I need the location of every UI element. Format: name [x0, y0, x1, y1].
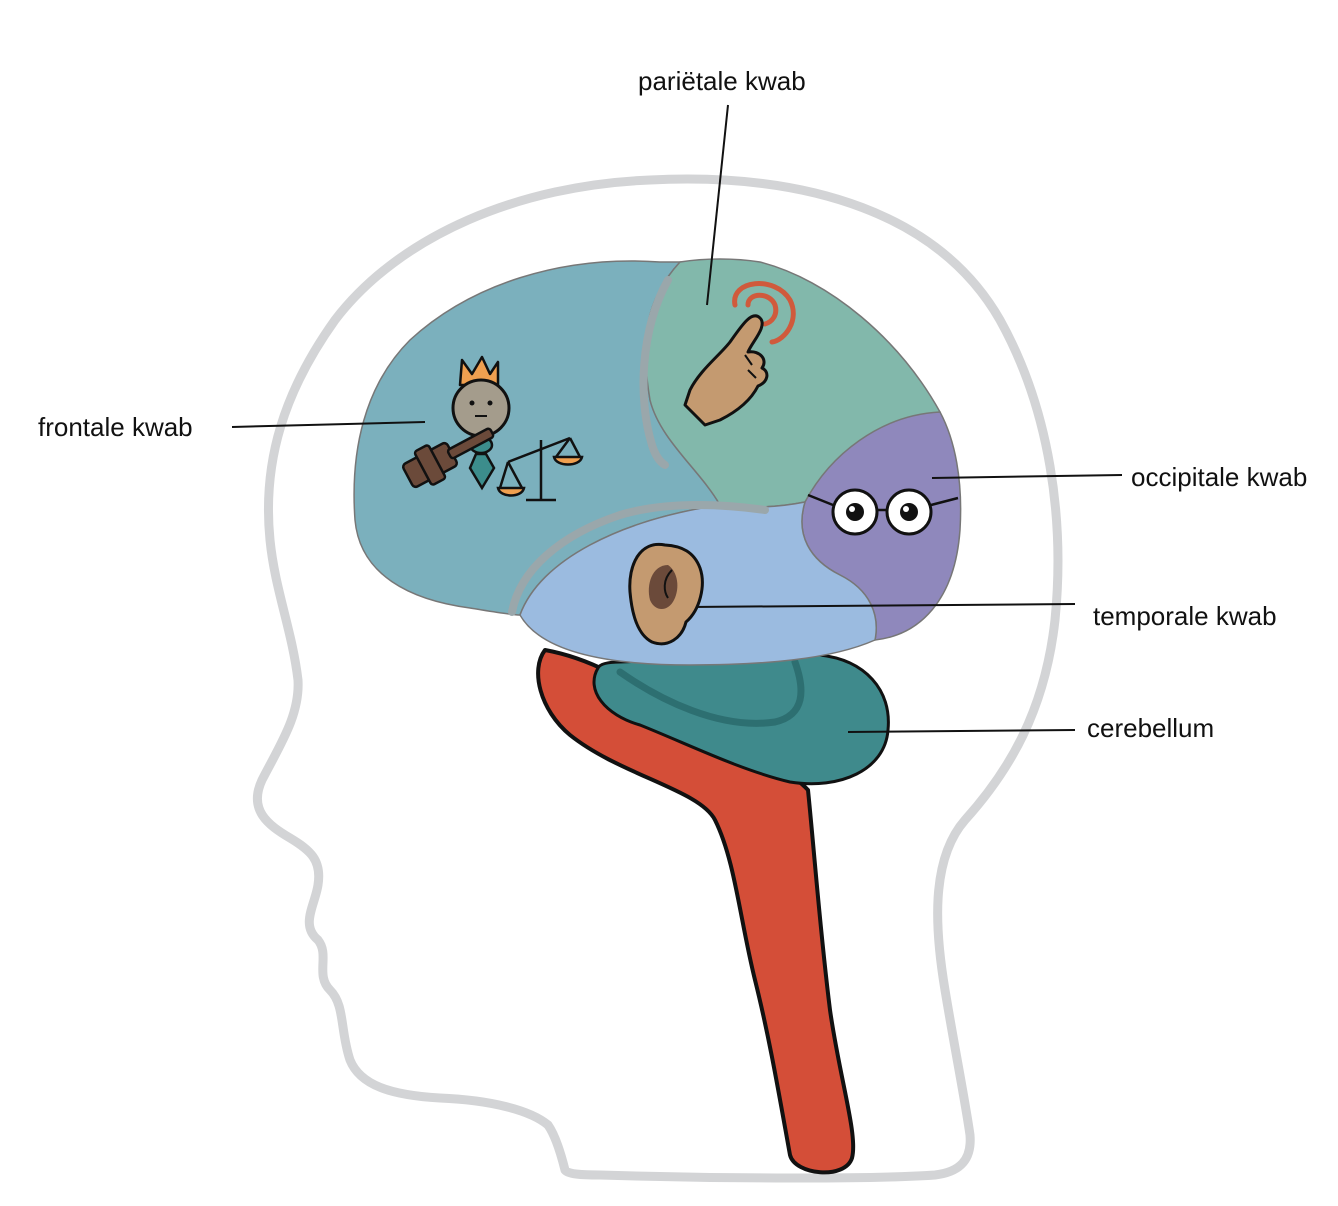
eyes-with-glasses-icon: [807, 488, 959, 536]
central-sulcus: [639, 276, 672, 469]
ear-icon: [628, 542, 704, 646]
cerebellum-fold: [616, 658, 805, 727]
left-pupil: [846, 503, 864, 521]
king-tie: [468, 452, 496, 491]
label-frontal-lobe: frontale kwab: [38, 412, 193, 442]
touch-ring-inner: [745, 292, 779, 327]
label-occipital-lobe: occipitale kwab: [1131, 462, 1308, 492]
pointer-occipital: [931, 474, 1123, 479]
king-face: [451, 378, 511, 438]
gavel-band: [413, 444, 447, 486]
king-figure-icon: [451, 355, 511, 491]
scales-beam: [507, 436, 571, 464]
scales-pan-left: [496, 486, 526, 497]
touching-finger-icon: [683, 281, 796, 427]
hand-shape: [683, 314, 769, 427]
king-eye-left: [469, 400, 475, 406]
scales-string-r2: [568, 437, 582, 458]
gavel-icon: [401, 427, 495, 489]
crown-icon: [458, 355, 500, 387]
scales-string-l1: [498, 461, 510, 489]
ear-fold: [663, 569, 673, 599]
pointer-lines: [231, 104, 1123, 733]
ear-inner: [648, 565, 678, 609]
scales-string-l2: [506, 461, 524, 489]
lateral-sulcus: [508, 501, 769, 616]
pointer-parietal: [706, 104, 729, 306]
scales-icon: [496, 436, 584, 502]
king-eye-right: [487, 400, 493, 406]
gavel-handle: [446, 427, 495, 460]
label-temporal-lobe: temporale kwab: [1093, 601, 1277, 631]
glasses-arm-right: [930, 496, 959, 507]
glasses-arm-left: [807, 493, 834, 507]
head-outline: [252, 174, 1063, 1183]
hand-knuckles: [744, 354, 757, 379]
touch-ring-outer: [732, 281, 796, 345]
right-highlight: [903, 506, 909, 512]
left-highlight: [849, 506, 855, 512]
right-pupil: [900, 503, 918, 521]
label-cerebellum: cerebellum: [1087, 713, 1215, 743]
scales-string-r1: [554, 437, 572, 458]
label-parietal-lobe: pariëtale kwab: [638, 66, 806, 96]
pointer-temporal: [689, 603, 1076, 608]
pointer-frontal: [231, 421, 426, 428]
pointer-cerebellum: [847, 729, 1076, 733]
scales-pan-right: [552, 455, 584, 466]
